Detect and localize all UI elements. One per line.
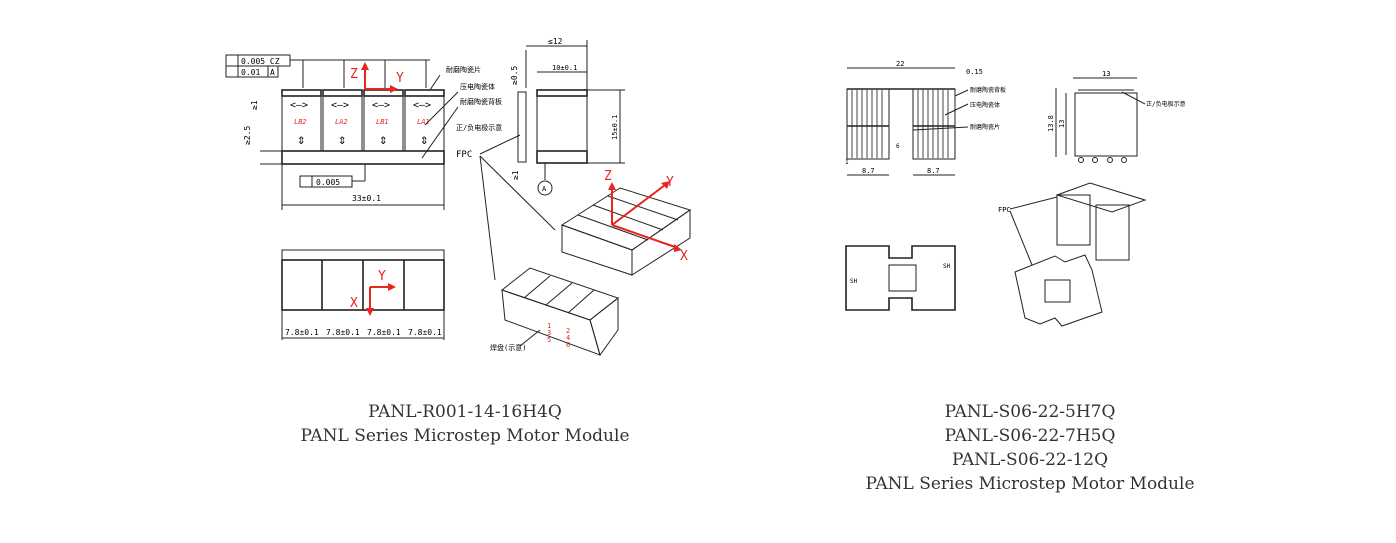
isometric-view-bottom: 1 3 5 2 4 6 焊盘(示意): [490, 267, 620, 357]
svg-text:≥0.5: ≥0.5: [510, 66, 519, 85]
svg-text:⇕: ⇕: [338, 132, 346, 148]
svg-text:X: X: [680, 249, 688, 264]
svg-text:1: 1: [547, 322, 551, 330]
svg-text:13.8: 13.8: [1047, 115, 1055, 132]
svg-text:13: 13: [1102, 70, 1110, 78]
svg-text:7.8±0.1: 7.8±0.1: [408, 328, 442, 337]
svg-text:7.8±0.1: 7.8±0.1: [285, 328, 319, 337]
svg-text:6: 6: [896, 143, 900, 150]
svg-text:8.7: 8.7: [927, 167, 940, 175]
right-caption: PANL-S06-22-5H7Q PANL-S06-22-7H5Q PANL-S…: [800, 400, 1260, 496]
svg-text:Y: Y: [666, 175, 674, 190]
axis-indicator-zy: Z Y: [350, 62, 404, 93]
svg-text:≤12: ≤12: [548, 37, 563, 46]
svg-text:A: A: [542, 185, 547, 193]
svg-text:Y: Y: [396, 71, 404, 86]
left-product-panel: 0.005 CZ 0.01 A <—> <—> <—> <—> ⇕ ⇕: [200, 0, 730, 543]
fpc-flat-view: SH SH: [845, 245, 956, 311]
svg-text:6: 6: [566, 341, 570, 349]
phase-label-lb2: LB2: [294, 118, 307, 126]
fpc-label: FPC: [998, 206, 1011, 214]
front-view: Y X 7.8±0.1 7.8±0.1 7.8±0.1 7.8±0.1: [281, 249, 445, 340]
dim-total-width: 33±0.1: [352, 194, 381, 203]
svg-text:⇕: ⇕: [420, 132, 428, 148]
svg-text:耐磨陶瓷背板: 耐磨陶瓷背板: [460, 97, 502, 106]
svg-text:X: X: [350, 296, 358, 311]
svg-text:⇕: ⇕: [297, 132, 305, 148]
tolerance-frame-bottom: 0.005: [299, 164, 366, 188]
svg-text:2: 2: [566, 327, 570, 335]
right-model-name-1: PANL-S06-22-5H7Q: [944, 402, 1116, 422]
svg-text:焊盘(示意): 焊盘(示意): [490, 343, 526, 352]
svg-text:≥1: ≥1: [511, 170, 520, 180]
svg-text:耐磨陶瓷片: 耐磨陶瓷片: [446, 65, 481, 74]
svg-text:正/负电极示意: 正/负电极示意: [1146, 100, 1186, 108]
left-caption: PANL-R001-14-16H4Q PANL Series Microstep…: [200, 400, 730, 448]
svg-text:0.005: 0.005: [316, 178, 340, 187]
right-model-name-3: PANL-S06-22-12Q: [951, 450, 1109, 470]
side-view: 13 13.8 13 正/负电极示意: [1047, 70, 1186, 163]
svg-text:0.01: 0.01: [241, 68, 260, 77]
fpc-label: FPC: [456, 150, 472, 160]
front-view: 22 0.15 8.7 8.7 1 6: [845, 60, 1006, 176]
svg-text:正/负电极示意: 正/负电极示意: [456, 123, 502, 132]
svg-text:Z: Z: [604, 169, 612, 184]
svg-text:10±0.1: 10±0.1: [552, 64, 577, 72]
svg-text:15±0.1: 15±0.1: [611, 115, 619, 140]
phase-label-la1: LA1: [417, 118, 430, 126]
tolerance-frame-parallel: 0.01 A: [225, 65, 279, 78]
svg-text:Z: Z: [350, 67, 358, 82]
svg-text:耐磨陶瓷背板: 耐磨陶瓷背板: [970, 86, 1006, 94]
svg-text:SH: SH: [850, 278, 858, 285]
svg-text:<—>: <—>: [413, 100, 431, 111]
svg-text:0.005 CZ: 0.005 CZ: [241, 57, 280, 66]
svg-text:7.8±0.1: 7.8±0.1: [326, 328, 360, 337]
svg-text:≥1: ≥1: [250, 100, 259, 110]
svg-text:7.8±0.1: 7.8±0.1: [367, 328, 401, 337]
svg-text:<—>: <—>: [331, 100, 349, 111]
svg-text:<—>: <—>: [290, 100, 308, 111]
svg-text:耐磨陶瓷片: 耐磨陶瓷片: [970, 123, 1000, 131]
svg-text:压电陶瓷体: 压电陶瓷体: [970, 101, 1000, 109]
svg-text:A: A: [270, 68, 275, 77]
left-technical-drawing: 0.005 CZ 0.01 A <—> <—> <—> <—> ⇕ ⇕: [225, 37, 692, 357]
isometric-view-top: Z Y X: [560, 169, 692, 276]
svg-text:1: 1: [845, 159, 849, 166]
right-model-name-2: PANL-S06-22-7H5Q: [944, 426, 1116, 446]
phase-label-la2: LA2: [335, 118, 348, 126]
svg-text:压电陶瓷体: 压电陶瓷体: [460, 82, 495, 91]
svg-text:5: 5: [547, 336, 551, 344]
svg-text:0.15: 0.15: [966, 68, 983, 76]
svg-text:8.7: 8.7: [862, 167, 875, 175]
left-model-name: PANL-R001-14-16H4Q: [368, 402, 562, 422]
svg-text:Y: Y: [378, 269, 386, 284]
tolerance-frame-flatness: 0.005 CZ: [225, 54, 291, 67]
svg-text:SH: SH: [943, 263, 951, 270]
right-subtitle: PANL Series Microstep Motor Module: [865, 474, 1195, 494]
svg-text:⇕: ⇕: [379, 132, 387, 148]
svg-text:3: 3: [547, 329, 551, 337]
isometric-assembly: FPC: [998, 182, 1147, 327]
right-technical-drawing: 22 0.15 8.7 8.7 1 6: [845, 60, 1186, 327]
svg-text:4: 4: [566, 334, 570, 342]
svg-text:22: 22: [896, 60, 904, 68]
svg-text:<—>: <—>: [372, 100, 390, 111]
svg-text:≥2.5: ≥2.5: [243, 126, 252, 145]
side-view: ≤12 10±0.1 ≥0.5 15±0.1 ≥1 A: [510, 37, 625, 196]
phase-label-lb1: LB1: [376, 118, 389, 126]
svg-text:13: 13: [1058, 120, 1066, 128]
right-product-panel: 22 0.15 8.7 8.7 1 6: [800, 0, 1260, 543]
left-subtitle: PANL Series Microstep Motor Module: [300, 426, 630, 446]
